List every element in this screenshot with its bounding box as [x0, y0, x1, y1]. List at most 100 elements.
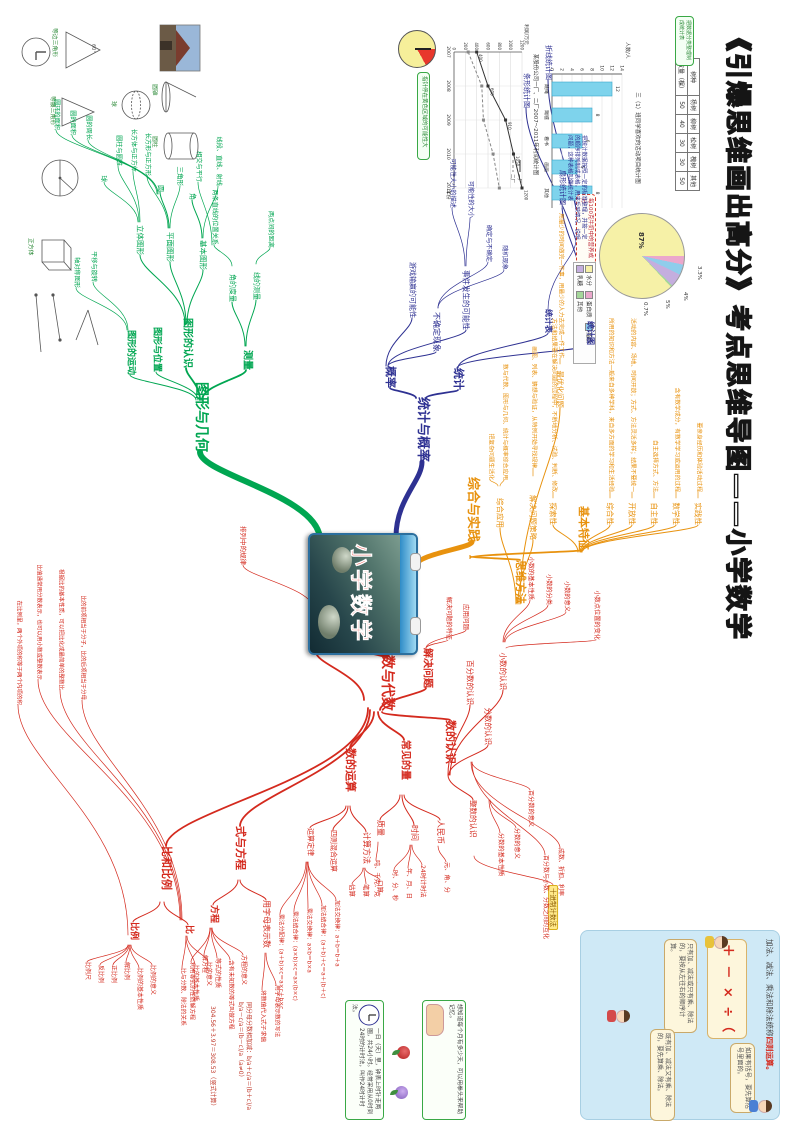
geometry-node: 圆: [156, 185, 165, 192]
practice-node: 自主性: [649, 502, 659, 526]
practice-node: 所用的知识和方法一般来自多种学科，来自多方面的学习和生活经验: [607, 318, 614, 492]
panel-heading-text: 加法、减法、乘法和除法统称: [765, 939, 774, 1037]
panel-heading: 加法、减法、乘法和除法统称四则运算。: [764, 939, 774, 1114]
geometry-node: 长方形与正方形: [143, 132, 151, 176]
geometry-node: 球: [100, 175, 109, 183]
spinner-pointer: [415, 48, 431, 50]
algebra-node: 时、分、秒: [390, 870, 398, 901]
geometry-node: 图形与位置: [151, 326, 162, 372]
geometry-node: 角: [188, 193, 197, 200]
statistics-node: 可能性的大小: [466, 180, 474, 218]
spinner-bubble: 指针停在黄色区域的可能性大: [416, 72, 430, 160]
svg-text:踢毽: 踢毽: [543, 110, 550, 120]
statistics-node: 概率: [383, 366, 397, 388]
algebra-node: 反比例: [96, 965, 104, 984]
pie-label-5: 5%: [664, 300, 670, 309]
practice-node: 最优化问题: [555, 370, 565, 409]
geometry-node: 基本图形: [198, 240, 208, 270]
rose-flower: [397, 1046, 410, 1059]
algebra-node: 比的意义: [204, 962, 212, 987]
algebra-node: 百分数的意义: [526, 790, 534, 828]
algebra-node: 分数的基本性质: [496, 833, 504, 877]
svg-text:其他: 其他: [543, 188, 550, 198]
geometry-node: 图形与几何: [192, 382, 209, 452]
algebra-node: 整数的认识: [468, 800, 478, 838]
poster-title: 《引爆思维画出高分》考点思维导图——小学数学: [721, 24, 752, 642]
table-cell: 40: [675, 114, 688, 134]
pie-label-87: 87%: [637, 232, 645, 249]
svg-text:2007: 2007: [445, 46, 451, 58]
speech-bubble: 既有加、减法又有乘、除法的，要先算乘、除法。: [650, 1029, 675, 1121]
algebra-node: 时间: [410, 825, 419, 841]
algebra-node: 元、角、分: [442, 862, 450, 893]
svg-text:400: 400: [474, 42, 479, 50]
statistics-node: 不确定现象: [432, 312, 441, 352]
algebra-node: 常见的量: [399, 740, 411, 780]
algebra-node: 四则混合运算: [329, 830, 338, 872]
svg-text:画画: 画画: [543, 162, 549, 172]
geometry-node: 圆柱与圆锥: [114, 135, 122, 166]
table-note-bubble: 把数据分类整理制成统计表: [675, 16, 694, 66]
practice-node: 实践性: [693, 502, 703, 526]
practice-node: 要亲身经历和体验活动过程: [695, 422, 702, 492]
clock-box: 一日（天）里，钟表上时针走两圈，共24小时。经常采用从0时到24时的计时法，叫作…: [344, 1000, 384, 1120]
statistics-node: 折线统计图: [544, 45, 553, 80]
algebra-node: 乘法交换律：a×b＝b×a: [305, 908, 312, 973]
pie-legend-item: 乳糖: [576, 265, 584, 286]
central-node-card: 小学数学: [308, 533, 421, 655]
table-cell: 松树: [687, 133, 700, 153]
algebra-node: 比的前项相当于分子，比的后项相当于分母: [79, 595, 86, 700]
algebra-node: 加法结合律：(a＋b)＋c＝a＋(b＋c): [319, 905, 326, 999]
statistics-node: 确定与不确定: [484, 224, 492, 262]
algebra-node: 24时计时法: [418, 865, 426, 898]
svg-text:2010: 2010: [445, 148, 451, 160]
pie-label-3-3: 3.3%: [696, 266, 702, 280]
binder-pin-icon: [410, 617, 421, 635]
algebra-node: 等式的性质: [213, 958, 221, 989]
four-operations-panel: 加法、减法、乘法和除法统称四则运算。 ＋ － × ÷（ ） 如果有括号，要先算括…: [580, 930, 780, 1121]
bar-chart-title: 三（1）班同学喜欢的活动项目统计图: [634, 92, 640, 184]
algebra-node: 运算定律: [306, 828, 315, 856]
svg-text:0: 0: [452, 47, 457, 50]
geometry-node: 平面图形: [165, 232, 175, 262]
cartoon-kid: [705, 935, 727, 949]
algebra-node: 小数的意义: [562, 581, 570, 612]
algebra-node: 解决问题的特征: [444, 596, 452, 640]
practice-node: 活动的内容、场地、时间开放；方式、方法灵活多样；结果不要统一: [629, 318, 636, 492]
table-cell: 杨树: [687, 95, 700, 115]
pie-legend: 水分蛋白质脂肪乳糖其他: [573, 262, 596, 364]
panel-heading-highlight: 四则运算。: [765, 1036, 774, 1075]
algebra-node: 笔算: [362, 884, 371, 897]
algebra-node: 应用问题: [462, 604, 471, 630]
lotus-flower: [395, 1086, 408, 1099]
svg-text:800: 800: [497, 42, 502, 50]
pie-label-4: 4%: [682, 292, 688, 301]
geometry-node: 圆环的面积: [52, 99, 60, 130]
algebra-node: 用字母表示数的写法: [273, 985, 280, 1038]
algebra-node: 数与代数: [378, 655, 395, 711]
cube-caption: 正方体: [27, 238, 33, 256]
algebra-node: 成数、折扣、利率: [556, 848, 564, 897]
algebra-node: 比和比例: [159, 846, 173, 890]
table-cell: 其他: [687, 171, 700, 191]
algebra-node: 正比例: [109, 965, 117, 984]
geometry-node: 圆的面积: [68, 110, 76, 135]
algebra-node: 百分数的认识: [465, 660, 475, 705]
algebra-node: 质量: [376, 820, 385, 836]
svg-text:1050: 1050: [515, 156, 520, 167]
svg-text:10: 10: [599, 65, 605, 71]
svg-text:8: 8: [594, 192, 600, 195]
algebra-node: 乘法结合律：(a×b)×c＝a×(b×c): [291, 911, 298, 1001]
pie-legend-item: 其他: [576, 291, 584, 312]
geometry-node: 轴对称图形: [72, 257, 80, 288]
cone-caption: 圆锥: [151, 84, 157, 96]
sphere-caption: 球: [110, 101, 116, 107]
svg-text:看书: 看书: [543, 136, 550, 146]
practice-node: 用最少的时间做完一件事，用最少的人力去完成一件工作: [557, 213, 564, 358]
cartoon-kid: [749, 1099, 771, 1113]
svg-text:200: 200: [463, 42, 468, 50]
statistics-node: 统计: [451, 368, 465, 390]
operation-symbols: ＋ － × ÷（ ）: [682, 939, 747, 1039]
algebra-node: 解决问题: [421, 648, 433, 688]
